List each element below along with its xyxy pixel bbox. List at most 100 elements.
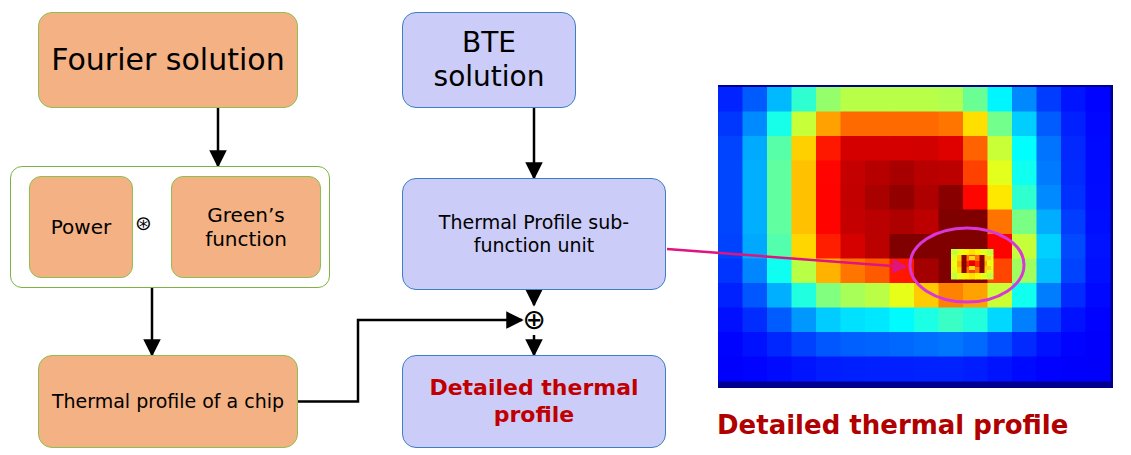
heatmap-cell: [963, 161, 988, 186]
heatmap-cell: [1086, 283, 1111, 308]
heatmap-cell: [792, 210, 817, 235]
hotspot-cell: [951, 261, 958, 268]
heatmap-cell: [718, 112, 743, 137]
heatmap-cell: [890, 308, 915, 333]
hotspot-cell: [987, 273, 994, 280]
hotspot-cell: [957, 273, 964, 280]
heatmap-cell: [792, 87, 817, 112]
heatmap-cell: [1086, 259, 1111, 284]
hotspot-cell: [951, 255, 958, 262]
heatmap-cell: [1061, 308, 1086, 333]
heatmap-cell: [841, 112, 866, 137]
heatmap-cell: [1037, 259, 1062, 284]
heatmap-cell: [792, 136, 817, 161]
heatmap-cell: [718, 185, 743, 210]
heatmap-cell: [841, 185, 866, 210]
heatmap-cell: [718, 210, 743, 235]
heatmap-cell: [1012, 357, 1037, 382]
heatmap-cell: [890, 136, 915, 161]
heatmap-cell: [939, 332, 964, 357]
heatmap-cell: [1061, 283, 1086, 308]
hotspot-cell: [951, 273, 958, 280]
node-label: Thermal profile of a chip: [52, 390, 284, 413]
hotspot-cell: [963, 249, 970, 256]
heatmap-cell: [988, 136, 1013, 161]
heatmap-cell: [792, 161, 817, 186]
heatmap-cell: [792, 308, 817, 333]
operator-symbol: ⊛: [135, 211, 152, 235]
heatmap-cell: [792, 283, 817, 308]
hotspot-cell: [975, 249, 982, 256]
heatmap-cell: [792, 112, 817, 137]
heatmap-background: [718, 85, 1113, 388]
heatmap-cell: [939, 136, 964, 161]
heatmap-cell: [1086, 161, 1111, 186]
heatmap-cell: [1086, 210, 1111, 235]
heatmap-cell: [841, 234, 866, 259]
heatmap-cell: [767, 210, 792, 235]
heatmap-cell: [1086, 332, 1111, 357]
heatmap-cell: [792, 357, 817, 382]
heatmap-cell: [865, 283, 890, 308]
hotspot-cell: [969, 255, 976, 262]
heatmap-cell: [841, 87, 866, 112]
heatmap-cell: [1012, 308, 1037, 333]
heatmap-cell: [1061, 185, 1086, 210]
leader-arrow: [667, 249, 906, 267]
heatmap-cell: [865, 234, 890, 259]
heatmap-cell: [841, 136, 866, 161]
node-label: Power: [51, 215, 111, 239]
heatmap-cell: [1086, 234, 1111, 259]
heatmap-cell: [1086, 185, 1111, 210]
heatmap-cell: [743, 357, 768, 382]
heatmap-cells: [718, 87, 1111, 382]
heatmap-cell: [890, 87, 915, 112]
node-label: Detailed thermal profile: [409, 375, 659, 428]
heatmap-cell: [1086, 87, 1111, 112]
hotspot-cell: [969, 267, 976, 274]
heatmap-cell: [1061, 357, 1086, 382]
heatmap-cell: [963, 112, 988, 137]
heatmap-cell: [743, 283, 768, 308]
heatmap-cell: [939, 283, 964, 308]
heatmap-cell: [718, 87, 743, 112]
hotspot-dot: [985, 256, 991, 260]
heatmap-cell: [963, 283, 988, 308]
heatmap-cell: [841, 357, 866, 382]
heatmap-cell: [890, 185, 915, 210]
heatmap-cell: [1012, 185, 1037, 210]
heatmap-cell: [816, 210, 841, 235]
heatmap-cell: [718, 357, 743, 382]
sum-junction: ⊕: [520, 305, 548, 335]
process-box: Green’s function: [171, 176, 321, 278]
heatmap-cell: [1061, 136, 1086, 161]
heatmap-cell: [1061, 259, 1086, 284]
heatmap-cell: [816, 308, 841, 333]
hotspot-cell: [951, 249, 958, 256]
heatmap-cell: [743, 332, 768, 357]
heatmap-cell: [939, 112, 964, 137]
heatmap-cell: [865, 112, 890, 137]
heatmap-cell: [1012, 87, 1037, 112]
flow-arrow: [217, 108, 220, 166]
hotspot-cell: [957, 249, 964, 256]
heatmap-cell: [718, 161, 743, 186]
hotspot-cell: [975, 273, 982, 280]
node-label: BTE solution: [409, 26, 569, 93]
heatmap-cell: [988, 185, 1013, 210]
heatmap-cell: [914, 259, 939, 284]
process-box: Thermal profile of a chip: [38, 355, 298, 448]
hotspot-ellipse: [910, 228, 1024, 302]
heatmap-cell: [939, 87, 964, 112]
process-box: BTE solution: [402, 12, 576, 108]
heatmap-cell: [1012, 161, 1037, 186]
heatmap-cell: [914, 357, 939, 382]
heatmap-cell: [743, 210, 768, 235]
heatmap-cell: [1037, 234, 1062, 259]
heatmap-cell: [743, 112, 768, 137]
heatmap-cell: [767, 87, 792, 112]
heatmap-cell: [1012, 332, 1037, 357]
heatmap-cell: [767, 112, 792, 137]
output-box: Detailed thermal profile: [402, 355, 666, 448]
